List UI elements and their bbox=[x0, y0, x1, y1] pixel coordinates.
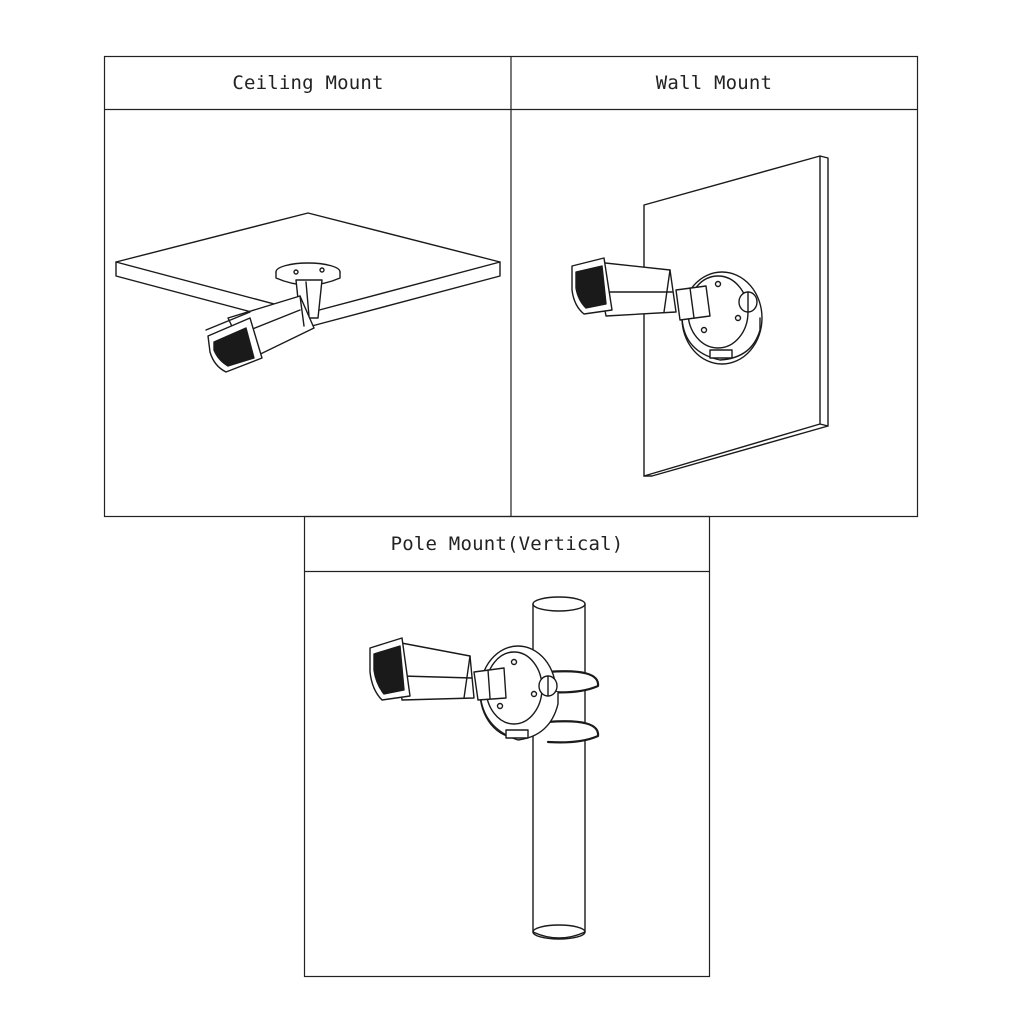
ceiling-mount-title: Ceiling Mount bbox=[232, 72, 384, 94]
pole-mount-title: Pole Mount(Vertical) bbox=[390, 533, 624, 555]
wall-mount-title: Wall Mount bbox=[655, 72, 773, 94]
